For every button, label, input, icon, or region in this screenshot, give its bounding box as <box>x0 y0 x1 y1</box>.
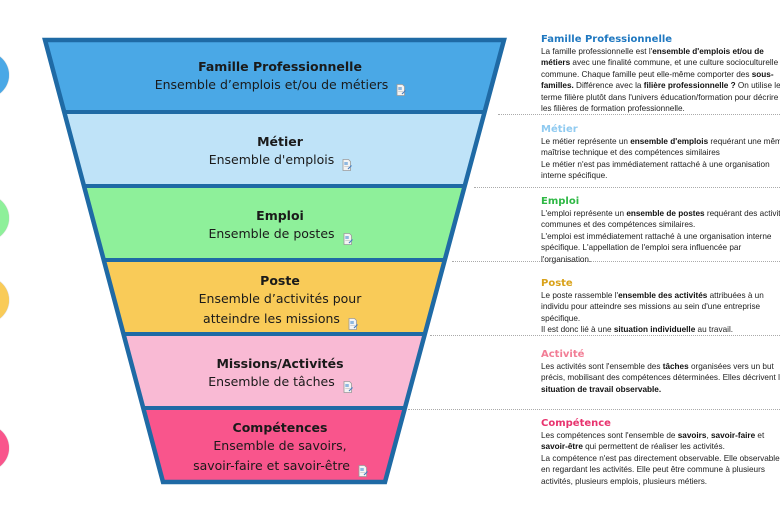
layer-activites[interactable]: Missions/Activités Ensemble de tâches <box>120 355 440 393</box>
definition-text: qui permettent de réaliser les activités… <box>582 442 725 452</box>
definition-text: Le poste rassemble l' <box>541 291 619 300</box>
definition-keyword: ensemble des activités <box>618 291 708 300</box>
definition-keyword: situation individuelle <box>613 325 696 335</box>
definition-keyword: sous-familles. <box>541 69 774 91</box>
definition-text: Le métier n'est pas immédiatement rattac… <box>541 159 770 181</box>
definition-title: Compétence <box>541 418 611 429</box>
definition-body: Le métier représente un ensemble d'emplo… <box>541 136 780 182</box>
definition-text: et <box>755 431 765 440</box>
definition-keyword: filière professionnelle ? <box>643 81 736 91</box>
layer-subtitle: Ensemble de postes <box>208 226 335 241</box>
definition-metier: Métier Le métier représente un ensemble … <box>541 123 780 182</box>
definition-keyword: savoirs <box>677 431 707 440</box>
layer-metier[interactable]: Métier Ensemble d'emplois <box>120 133 440 171</box>
definition-title: Poste <box>541 278 573 289</box>
definition-text: La compétence n'est pas directement obse… <box>541 453 780 486</box>
definition-body: L'emploi représente un ensemble de poste… <box>541 208 780 265</box>
definition-activite: Activité Les activités sont l'ensemble d… <box>541 348 780 395</box>
definition-text: organisées vers un but précis, mobilisan… <box>541 362 780 383</box>
note-icon[interactable] <box>348 318 358 330</box>
definition-text: Différence avec la <box>573 81 644 91</box>
layer-title: Métier <box>257 134 303 149</box>
layer-subtitle-line1: Ensemble de savoirs, <box>213 438 347 453</box>
layer-competences[interactable]: Compétences Ensemble de savoirs, savoir-… <box>120 419 440 477</box>
note-icon[interactable] <box>358 465 368 477</box>
definition-text: La famille professionnelle est l' <box>541 47 653 56</box>
funnel-outline <box>42 37 507 485</box>
definition-body: La famille professionnelle est l'ensembl… <box>541 46 780 114</box>
layer-title: Compétences <box>232 420 328 435</box>
definition-emploi: Emploi L'emploi représente un ensemble d… <box>541 195 780 265</box>
definition-body: Les activités sont l'ensemble des tâches… <box>541 361 780 395</box>
definition-keyword: situation de travail observable. <box>541 384 662 394</box>
circle-emploi <box>0 195 9 241</box>
funnel-layer-poste <box>103 260 445 334</box>
layer-subtitle-line2: atteindre les missions <box>203 311 340 326</box>
layer-title: Poste <box>260 273 300 288</box>
definition-text: attribuées à un individu pour atteindre … <box>541 291 764 323</box>
definition-competence: Compétence Les compétences sont l'ensemb… <box>541 417 780 487</box>
separator <box>498 114 780 115</box>
definition-text: avec une finalité commune, et une cultur… <box>541 58 779 79</box>
layer-subtitle: Ensemble de tâches <box>208 374 335 389</box>
definition-text: requérant une même maîtrise technique et… <box>541 137 780 158</box>
circle-competence <box>0 425 9 471</box>
definition-keyword: savoir-faire <box>711 431 756 440</box>
definition-keyword: ensemble d'emplois et/ou de métiers <box>541 47 764 68</box>
definition-keyword: savoir-être <box>541 442 583 452</box>
layer-poste[interactable]: Poste Ensemble d’activités pour atteindr… <box>120 272 440 330</box>
definition-text: L'emploi est immédiatement rattaché à un… <box>541 231 772 264</box>
definition-text: On utilise le terme filière plutôt dans … <box>541 81 780 114</box>
definition-title: Emploi <box>541 196 580 207</box>
layer-famille[interactable]: Famille Professionnelle Ensemble d’emplo… <box>120 58 440 96</box>
definition-title: Activité <box>541 349 585 360</box>
layer-subtitle: Ensemble d'emplois <box>208 152 335 167</box>
layer-title: Famille Professionnelle <box>198 59 362 74</box>
separator <box>452 261 780 262</box>
funnel-layer-famille <box>45 40 504 112</box>
funnel-layer-emploi <box>83 186 465 260</box>
layer-subtitle-line2: savoir-faire et savoir-être <box>193 458 350 473</box>
definition-keyword: tâches <box>662 362 689 371</box>
definition-text: Les activités sont l'ensemble des <box>541 362 663 371</box>
definition-text: Il est donc lié à une <box>541 325 614 335</box>
layer-emploi[interactable]: Emploi Ensemble de postes <box>120 207 440 245</box>
note-icon[interactable] <box>342 159 353 171</box>
circle-famille <box>0 52 9 98</box>
separator <box>408 409 780 410</box>
definition-text: requérant des activités communes et des … <box>541 209 780 230</box>
definition-poste: Poste Le poste rassemble l'ensemble des … <box>541 277 780 336</box>
layer-subtitle-line1: Ensemble d’activités pour <box>198 291 362 306</box>
note-icon[interactable] <box>396 84 407 96</box>
definition-keyword: ensemble d'emplois <box>630 137 709 146</box>
definition-title: Famille Professionnelle <box>541 34 673 45</box>
definition-text: Les compétences sont l'ensemble de <box>541 431 678 440</box>
circle-poste <box>0 277 9 323</box>
layer-title: Missions/Activités <box>216 356 344 371</box>
funnel-layer-competences <box>143 408 405 482</box>
definition-body: Le poste rassemble l'ensemble des activi… <box>541 290 780 336</box>
definition-text: au travail. <box>695 325 734 335</box>
definition-text: , <box>706 431 711 440</box>
definition-text: L'emploi représente un <box>541 209 627 218</box>
definition-text: Le métier représente un <box>541 137 631 146</box>
definition-famille: Famille Professionnelle La famille profe… <box>541 33 780 114</box>
separator <box>430 335 780 336</box>
separator <box>474 187 780 188</box>
definition-body: Les compétences sont l'ensemble de savoi… <box>541 430 780 487</box>
note-icon[interactable] <box>343 233 353 245</box>
funnel-layer-metier <box>64 112 485 186</box>
definition-title: Métier <box>541 124 578 135</box>
layer-title: Emploi <box>256 208 304 223</box>
layer-subtitle: Ensemble d’emplois et/ou de métiers <box>154 77 389 92</box>
note-icon[interactable] <box>343 381 353 393</box>
definition-keyword: ensemble de postes <box>626 209 705 218</box>
